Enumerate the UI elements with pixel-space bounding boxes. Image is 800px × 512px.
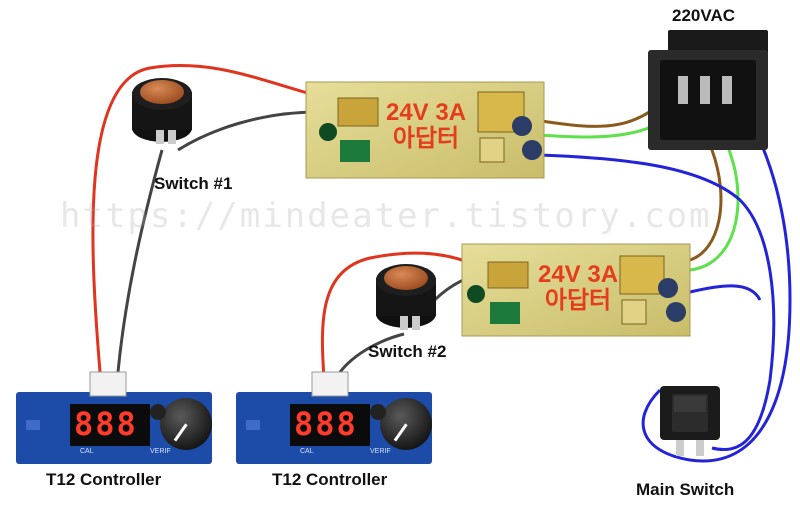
rocker-switch-1: [132, 78, 192, 144]
wire-blue-ac-main: [641, 80, 792, 463]
controller2-display: 888: [294, 405, 358, 443]
psu1-rating: 24V 3A: [385, 99, 467, 126]
wire-red-switch1: [91, 64, 319, 373]
label-t12-controller-1: T12 Controller: [46, 470, 162, 489]
psu1-type: 아답터: [392, 125, 460, 152]
label-t12-controller-2: T12 Controller: [272, 470, 388, 489]
watermark-text: https://mindeater.tistory.com: [60, 196, 712, 236]
wire-red-switch2: [320, 251, 469, 379]
wire-dark-switch1-a: [116, 149, 164, 373]
psu-board-1: [305, 81, 545, 179]
t12-controller-board-2: [236, 371, 432, 464]
psu-board-2: [461, 243, 691, 337]
main-rocker-switch: [660, 386, 720, 456]
controller1-display: 888: [74, 405, 138, 443]
controller1-verif-text: VERIF: [150, 448, 171, 455]
label-switch-2: Switch #2: [368, 342, 447, 361]
wire-blue-psu2: [689, 284, 762, 301]
label-220vac: 220VAC: [672, 6, 735, 25]
t12-controller-board-1: [16, 371, 212, 464]
controller2-verif-text: VERIF: [370, 448, 391, 455]
ac-inlet: [648, 30, 768, 150]
psu2-type: 아답터: [544, 287, 612, 314]
psu2-label: 24V 3A 아답터: [508, 262, 648, 314]
wire-dark-switch1-b: [177, 110, 319, 152]
controller1-cal-text: CAL: [80, 448, 94, 455]
label-main-switch: Main Switch: [636, 480, 735, 499]
psu2-rating: 24V 3A: [537, 261, 619, 288]
controller2-cal-text: CAL: [300, 448, 314, 455]
rocker-switch-2: [376, 264, 436, 330]
wire-dark-switch2-a: [334, 332, 405, 379]
wire-blue-psu1: [539, 153, 776, 451]
psu1-label: 24V 3A 아답터: [356, 100, 496, 152]
label-switch-1: Switch #1: [154, 174, 233, 193]
